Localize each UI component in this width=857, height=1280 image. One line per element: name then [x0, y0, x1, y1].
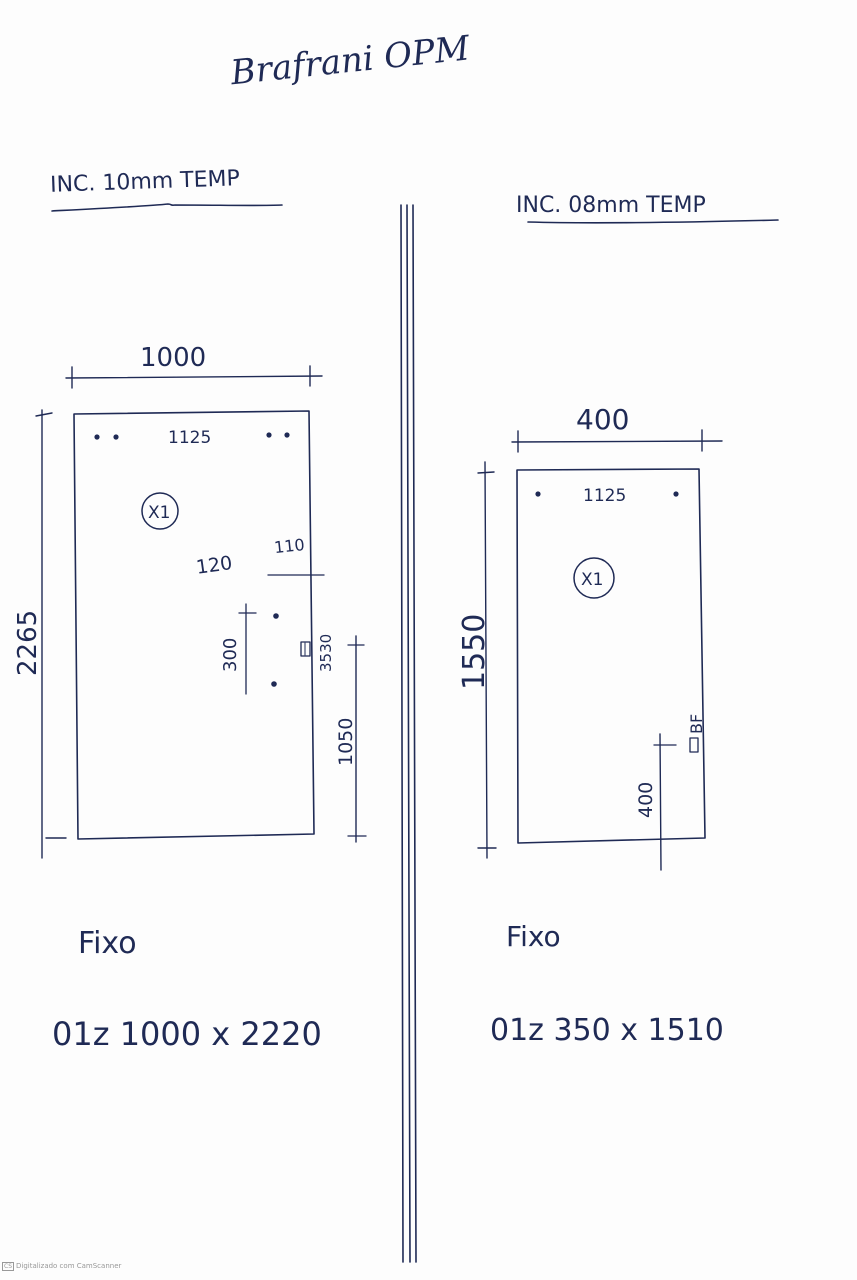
right-lock-dim-line — [659, 733, 662, 871]
left-hole-diameter-note: 120 — [195, 552, 234, 579]
right-glass-outline — [516, 468, 706, 844]
left-handle-height: 1050 — [335, 718, 357, 766]
right-type-label: Fixo — [506, 920, 561, 953]
right-title: INC. 08mm TEMP — [516, 193, 706, 218]
right-hole-top-1 — [535, 491, 541, 497]
right-lock-label: BF — [687, 714, 706, 734]
signature: Brafrani OPM — [228, 28, 473, 93]
left-height-dim-tick-top — [35, 412, 53, 417]
left-hinge-hole-1 — [273, 613, 279, 619]
left-width-dim-label: 1000 — [140, 343, 206, 373]
scanner-text: Digitalizado com CamScanner — [16, 1262, 122, 1270]
left-glass-outline — [73, 410, 315, 840]
left-title-underline — [51, 203, 283, 212]
right-title-underline — [527, 219, 779, 224]
left-width-dim-line — [65, 375, 323, 379]
right-spec-line: 01z 350 x 1510 — [490, 1013, 724, 1048]
left-quantity-mark: X1 — [148, 503, 170, 523]
right-lock-symbol — [689, 737, 699, 753]
left-type-label: Fixo — [78, 926, 137, 961]
left-top-hole-spacing: 1125 — [168, 428, 211, 448]
left-hinge-hole-2 — [271, 681, 277, 687]
left-panel: INC. 10mm TEMP 1000 2265 1125 X1 120 110… — [13, 166, 367, 1053]
left-hole-spacing-vertical: 300 — [220, 638, 241, 672]
right-width-dim-line — [511, 440, 723, 443]
left-title: INC. 10mm TEMP — [50, 166, 240, 198]
left-hardware-symbol — [300, 641, 311, 657]
left-hole-offset-note: 110 — [273, 535, 305, 557]
right-height-dim-tick-top — [477, 471, 495, 474]
left-hole-top-1 — [94, 434, 100, 440]
center-divider — [400, 204, 417, 1263]
left-hole-top-4 — [284, 432, 290, 438]
right-width-dim-label: 400 — [576, 403, 629, 436]
right-panel: INC. 08mm TEMP 400 1550 1125 X1 BF 400 F… — [457, 193, 779, 1048]
right-height-dim-label: 1550 — [457, 614, 492, 690]
scanner-badge: CS — [2, 1262, 14, 1271]
left-hole-top-2 — [113, 434, 119, 440]
right-quantity-mark: X1 — [581, 570, 603, 590]
left-height-dim-label: 2265 — [13, 610, 43, 676]
right-top-hole-spacing: 1125 — [583, 486, 626, 506]
right-height-dim-line — [484, 461, 488, 859]
right-hole-top-2 — [673, 491, 679, 497]
left-spec-line: 01z 1000 x 2220 — [52, 1015, 322, 1053]
left-hole-top-3 — [266, 432, 272, 438]
right-quantity-circle — [573, 557, 615, 599]
right-lock-height: 400 — [635, 782, 657, 818]
left-hardware-height: 3530 — [317, 634, 335, 672]
left-quantity-circle — [141, 492, 179, 530]
